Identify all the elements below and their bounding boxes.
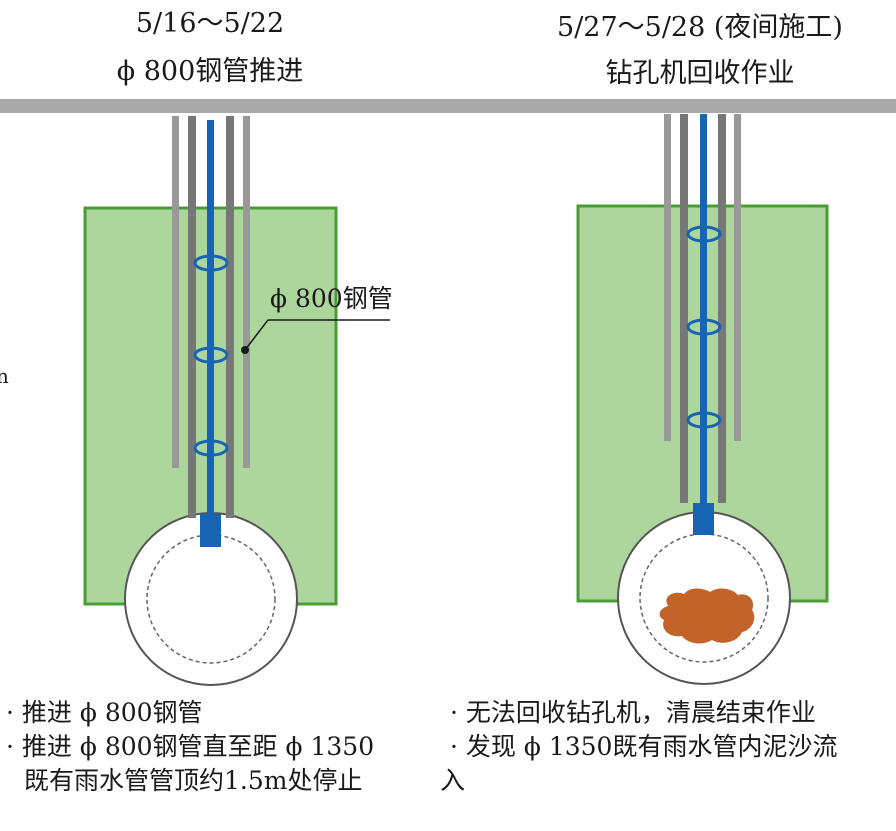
left-inner-casing-right — [226, 116, 234, 518]
left-ring-2 — [193, 346, 229, 364]
right-date-label: 5/27～5/28 (夜间施工) — [557, 12, 843, 43]
left-shaft-diagram — [83, 116, 390, 686]
right-title-label: 钻孔机回收作业 — [605, 58, 795, 89]
right-inner-casing-right — [718, 114, 726, 503]
left-outer-casing-right — [243, 116, 250, 468]
left-note-2: · 推进 ϕ 800钢管直至距 ϕ 1350 — [6, 732, 375, 761]
right-note-3: 入 — [440, 766, 466, 795]
right-outer-casing-left — [664, 114, 671, 441]
right-shaft-diagram — [576, 114, 829, 685]
left-outer-casing-left — [172, 116, 179, 468]
right-ring-1 — [686, 225, 722, 243]
ground-surface-bar — [0, 99, 896, 113]
right-mud-inflow — [659, 588, 755, 644]
steel-pipe-label: ϕ 800钢管 — [270, 284, 393, 313]
edge-text-fragment: n — [0, 364, 9, 388]
right-inner-casing-left — [680, 114, 688, 503]
right-drill-head — [693, 503, 714, 535]
left-ring-1 — [193, 254, 229, 272]
left-note-3: 既有雨水管管顶约1.5m处停止 — [24, 766, 363, 795]
right-drill-rod — [700, 114, 707, 506]
right-ring-2 — [686, 318, 722, 336]
right-note-2: · 发现 ϕ 1350既有雨水管内泥沙流 — [450, 732, 838, 761]
right-note-1: · 无法回收钻孔机，清晨结束作业 — [450, 698, 816, 727]
right-outer-casing-right — [734, 114, 741, 441]
left-ring-3 — [193, 439, 229, 457]
left-note-1: · 推进 ϕ 800钢管 — [6, 698, 203, 727]
left-pipe-leader-dot — [241, 346, 249, 354]
left-title-label: ϕ 800钢管推进 — [116, 56, 304, 87]
left-inner-casing-left — [188, 116, 196, 518]
left-drill-rod — [207, 120, 214, 520]
right-ring-3 — [686, 411, 722, 429]
left-pipe-leader-line — [244, 319, 269, 351]
left-date-label: 5/16～5/22 — [135, 8, 285, 39]
left-drill-head — [200, 514, 221, 547]
